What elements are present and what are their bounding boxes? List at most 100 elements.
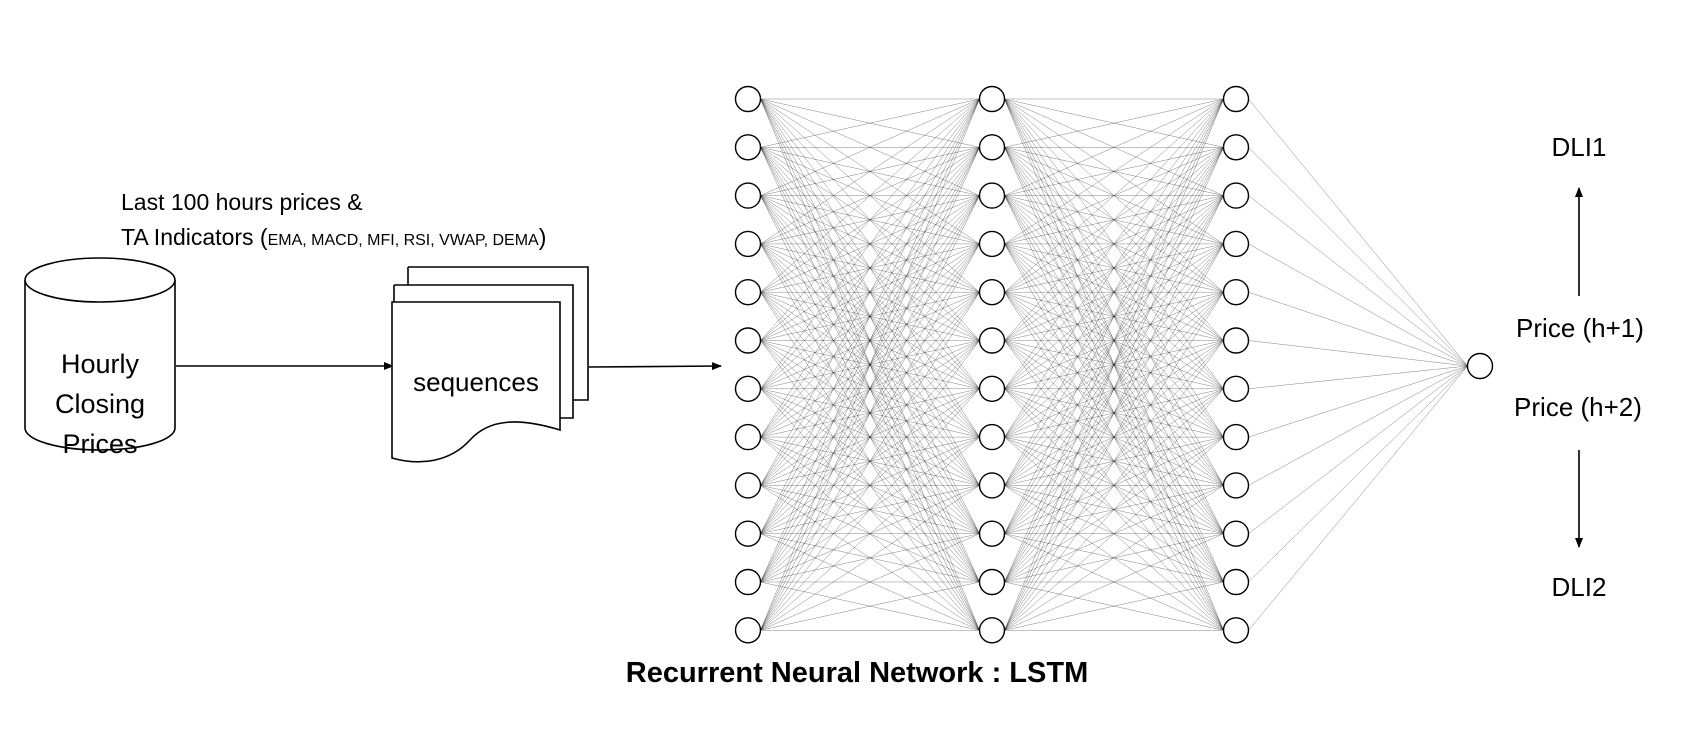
network-node-layer3 [1222, 423, 1250, 451]
network-edge [1004, 98, 1224, 389]
network-node-layer1 [734, 182, 762, 209]
network-edge [1004, 98, 1224, 293]
network-edge [760, 98, 980, 534]
network-edge [1004, 581, 1224, 631]
network-node-layer3 [1222, 279, 1250, 306]
network-edge [760, 581, 980, 631]
input-note-ta-label: TA Indicators ( [121, 224, 268, 250]
network-node-layer3 [1222, 230, 1250, 258]
network-edge [760, 98, 980, 486]
network-edge [1004, 98, 1224, 534]
network-edge [1004, 98, 1224, 438]
network-edge [760, 243, 980, 631]
network-edge-to-output [1248, 365, 1468, 486]
network-edge [1004, 98, 1224, 631]
network-title: Recurrent Neural Network : LSTM [626, 657, 1088, 689]
network-node-layer2 [978, 182, 1006, 209]
network-edge-to-output [1248, 195, 1468, 367]
network-edge [760, 533, 980, 631]
network-edge-to-output [1248, 365, 1468, 390]
network-node-layer1 [734, 617, 762, 644]
network-node-layer3 [1222, 134, 1250, 161]
network-node-layer3 [1222, 182, 1250, 209]
sequences-label: sequences [413, 367, 539, 397]
network-edge [760, 98, 980, 148]
network-edge [760, 98, 980, 341]
network-node-layer2 [978, 423, 1006, 451]
database-label-line2: Closing [55, 389, 145, 419]
network-edge [1004, 340, 1224, 631]
network-edge [760, 98, 980, 245]
network-edge [760, 436, 980, 631]
network-edge-to-output [1248, 365, 1468, 534]
network-edge [760, 98, 980, 293]
network-edge-to-output [1248, 243, 1468, 367]
network-node-layer2 [978, 375, 1006, 402]
network-node-layer1 [734, 134, 762, 161]
network-node-layer2 [978, 472, 1006, 499]
network-edge-to-output [1248, 365, 1468, 631]
network-edge-to-output [1248, 340, 1468, 367]
network-edge-to-output [1248, 365, 1468, 583]
database-label-line3: Prices [62, 429, 137, 459]
network-edge [1004, 98, 1224, 148]
network-edge-to-output [1248, 291, 1468, 367]
network-edge [1004, 243, 1224, 631]
output-dli1: DLI1 [1552, 132, 1607, 162]
network-edge [760, 98, 980, 389]
network-edge [760, 98, 980, 438]
network-node-layer3 [1222, 472, 1250, 499]
network-edge [760, 98, 980, 196]
input-note-line2: TA Indicators (EMA, MACD, MFI, RSI, VWAP… [121, 224, 546, 250]
network-edge [1004, 436, 1224, 631]
network-edge [1004, 98, 1224, 245]
network-edge [760, 340, 980, 631]
network-connections [760, 98, 1468, 631]
network-edge [760, 98, 980, 631]
database-label-line1: Hourly [61, 349, 140, 379]
network-node-layer3 [1222, 568, 1250, 596]
sequences-document-stack: sequences [391, 266, 589, 463]
network-node-layer3 [1222, 375, 1250, 402]
network-nodes [734, 85, 1494, 644]
network-node-layer2 [978, 520, 1006, 547]
network-node-layer2 [978, 617, 1006, 644]
network-edge [760, 147, 980, 631]
arrow-sequences-to-network [588, 362, 722, 371]
network-edge [760, 98, 980, 583]
input-note-indicators: EMA, MACD, MFI, RSI, VWAP, DEMA [268, 232, 539, 249]
network-edge [1004, 98, 1224, 583]
network-edge [760, 485, 980, 631]
network-edge [760, 292, 980, 631]
network-node-layer3 [1222, 520, 1250, 547]
database-cylinder: Hourly Closing Prices [24, 257, 176, 459]
network-node-layer3 [1222, 617, 1250, 644]
network-edge-to-output [1248, 147, 1468, 367]
network-edge [1004, 195, 1224, 631]
network-node-layer1 [734, 85, 762, 113]
network-edge [1004, 485, 1224, 631]
network-node-layer3 [1222, 327, 1250, 354]
network-output-node [1466, 352, 1494, 380]
network-node-layer1 [734, 375, 762, 402]
network-edge [1004, 98, 1224, 196]
network-edge [1004, 147, 1224, 631]
network-edge-to-output [1248, 365, 1468, 438]
network-edge [1004, 388, 1224, 631]
output-price-h2: Price (h+2) [1514, 392, 1642, 422]
network-edge [1004, 533, 1224, 631]
input-note-line1: Last 100 hours prices & [121, 189, 363, 215]
network-node-layer2 [978, 134, 1006, 161]
network-node-layer1 [734, 279, 762, 306]
network-node-layer2 [978, 85, 1006, 113]
network-edge-to-output [1248, 98, 1468, 367]
network-node-layer2 [978, 230, 1006, 258]
network-node-layer2 [978, 279, 1006, 306]
network-node-layer2 [978, 327, 1006, 354]
network-node-layer1 [734, 327, 762, 354]
network-edge [1004, 98, 1224, 341]
output-dli2: DLI2 [1552, 572, 1607, 602]
network-edge [1004, 98, 1224, 486]
network-node-layer1 [734, 230, 762, 258]
